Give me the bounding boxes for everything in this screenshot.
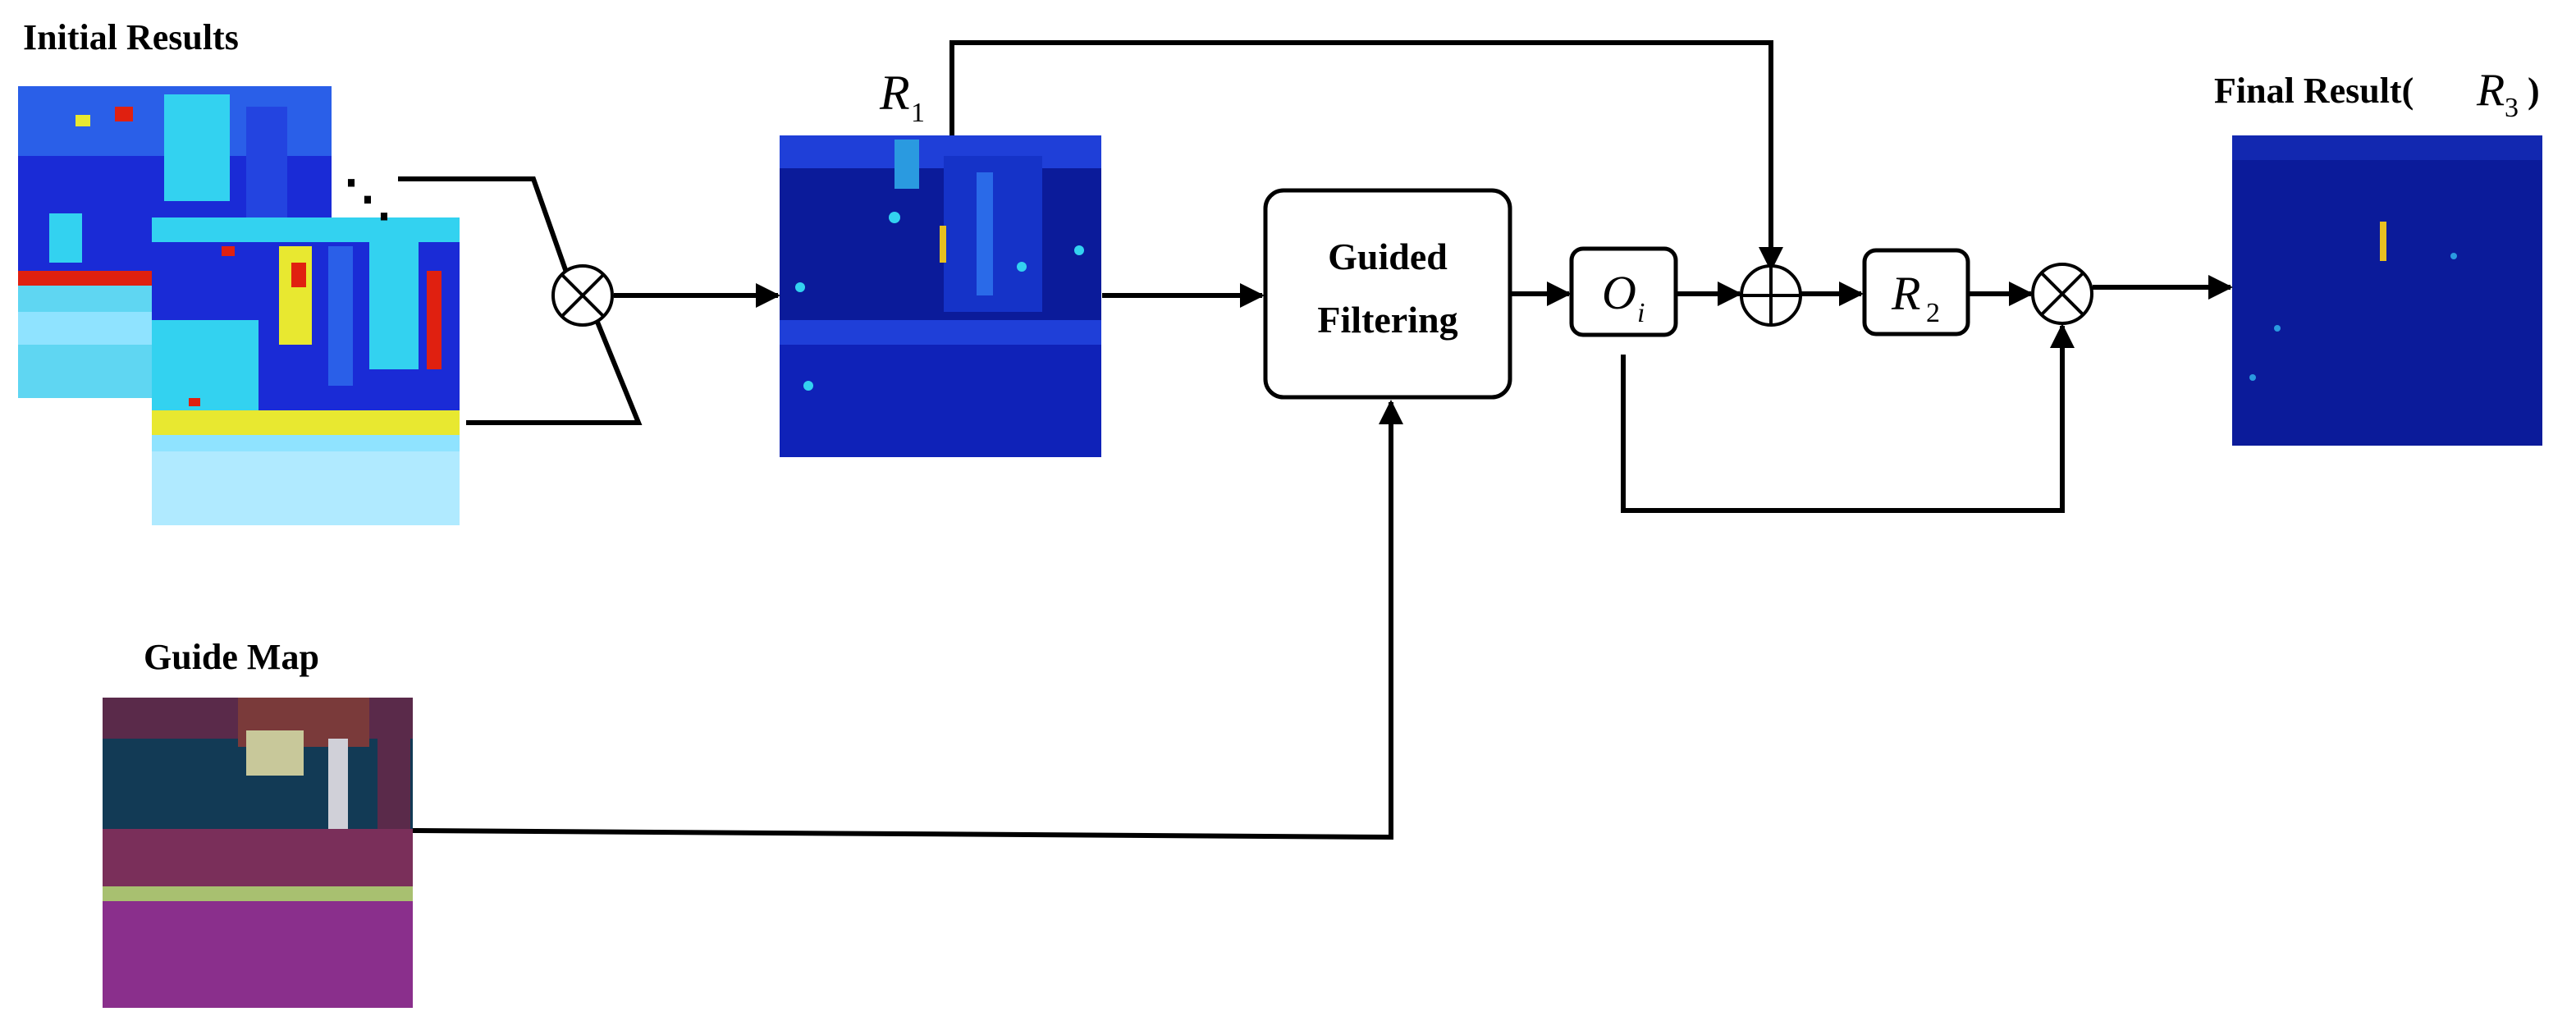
stack-to-multiply-bottom (466, 314, 643, 425)
multiply-operator-2 (2031, 263, 2093, 325)
r1-label-symbol: R (879, 66, 910, 120)
r1-label-subscript: 1 (911, 98, 925, 128)
final-result-label: Final Result( R 3 ) (2214, 65, 2540, 123)
oi-subscript: i (1637, 298, 1645, 328)
guide-map-image (103, 698, 413, 1008)
guided-filtering-box: Guided Filtering (1263, 188, 1512, 400)
r2-box: R 2 (1862, 248, 1970, 336)
oi-box: O i (1569, 246, 1678, 337)
final-result-symbol: R (2476, 65, 2505, 116)
sum-operator (1740, 264, 1802, 327)
r1-skip-to-sum-arrow (949, 40, 1783, 272)
oi-symbol: O (1602, 266, 1636, 319)
initial-results-label: Initial Results (23, 17, 239, 57)
initial-result-image-front (152, 217, 460, 525)
multiply-operator-1 (551, 264, 614, 327)
final-result-suffix: ) (2528, 71, 2540, 111)
final-result-prefix: Final Result( (2214, 71, 2414, 111)
final-result-image (2232, 135, 2542, 446)
guide-map-to-guided-filter-arrow (412, 400, 1403, 840)
r2-symbol: R (1891, 267, 1920, 320)
r1-result-image (780, 135, 1101, 457)
guide-map-label: Guide Map (144, 637, 319, 677)
oi-to-multiply2-arrow (1621, 323, 2075, 513)
stack-to-multiply-top (398, 176, 571, 280)
guided-filtering-line1: Guided (1328, 236, 1448, 277)
stack-ellipsis: ⋱ (343, 172, 392, 226)
final-result-subscript: 3 (2505, 93, 2519, 123)
guided-filtering-line2: Filtering (1317, 299, 1457, 341)
r2-subscript: 2 (1926, 298, 1940, 328)
